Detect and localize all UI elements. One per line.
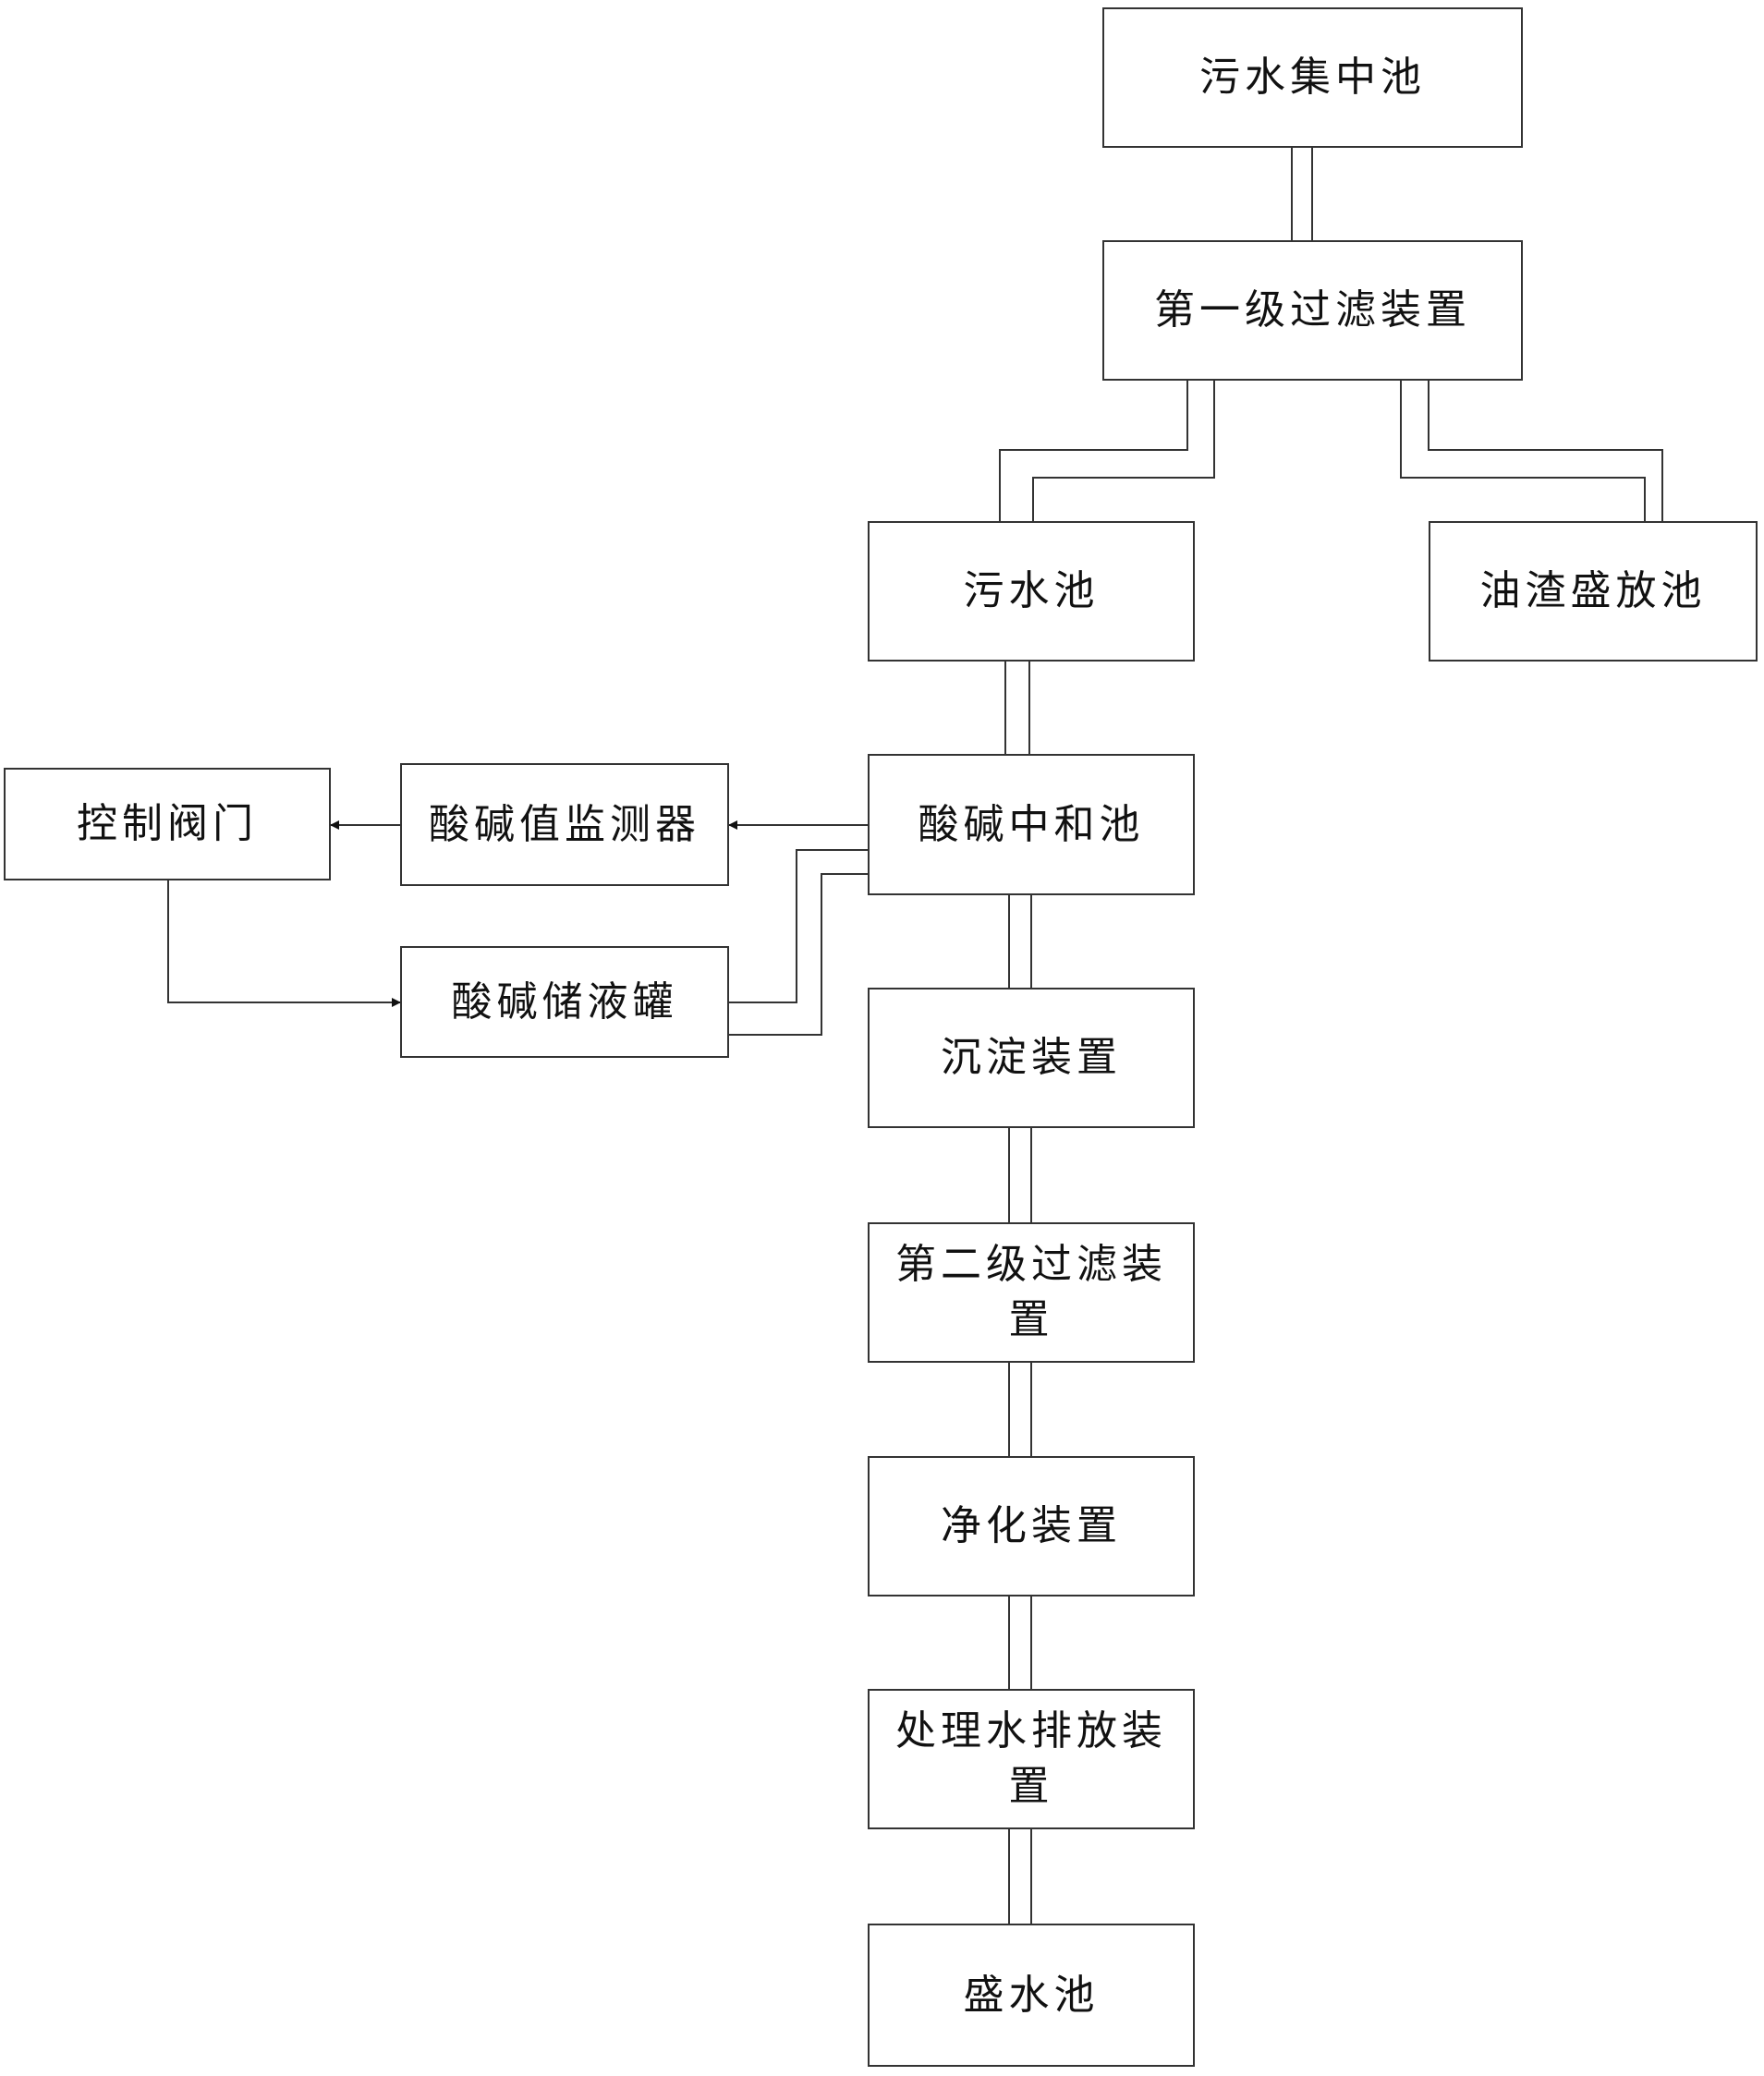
control-valve-box: 控制阀门 — [4, 768, 331, 880]
collection-tank-box: 污水集中池 — [1102, 7, 1523, 148]
pipe-neutralization-to-sedimentation — [1008, 895, 1032, 988]
pipe-first-filter-to-oil-residue-tank — [1400, 381, 1663, 521]
sedimentation-label: 沉淀装置 — [941, 1034, 1122, 1081]
sedimentation-box: 沉淀装置 — [868, 988, 1195, 1128]
neutralization-tank-label: 酸碱中和池 — [918, 800, 1145, 848]
pipe-collection-to-first-filter — [1291, 148, 1313, 240]
pipe-purification-to-discharge — [1008, 1596, 1032, 1689]
discharge-box: 处理水排放装置 — [868, 1689, 1195, 1829]
first-filter-box: 第一级过滤装置 — [1102, 240, 1523, 381]
pipe-storage-to-neutralization — [729, 849, 868, 1036]
ph-monitor-label: 酸碱值监测器 — [429, 800, 700, 848]
oil-residue-tank-label: 油渣盛放池 — [1479, 567, 1707, 614]
acid-base-storage-box: 酸碱储液罐 — [400, 946, 729, 1058]
oil-residue-tank-box: 油渣盛放池 — [1429, 521, 1758, 662]
control-valve-label: 控制阀门 — [77, 800, 258, 847]
second-filter-label: 第二级过滤装置 — [895, 1241, 1167, 1343]
pipe-first-filter-to-sewage-tank — [999, 381, 1215, 521]
purification-box: 净化装置 — [868, 1456, 1195, 1596]
purification-label: 净化装置 — [941, 1502, 1122, 1549]
sewage-tank-label: 污水池 — [963, 567, 1100, 614]
pipe-second-filter-to-purification — [1008, 1363, 1032, 1456]
discharge-label: 处理水排放装置 — [895, 1707, 1167, 1810]
pipe-sewage-to-neutralization — [1004, 662, 1030, 754]
clean-water-tank-box: 盛水池 — [868, 1924, 1195, 2067]
acid-base-storage-label: 酸碱储液罐 — [451, 977, 678, 1026]
clean-water-tank-label: 盛水池 — [963, 1971, 1100, 2019]
neutralization-tank-box: 酸碱中和池 — [868, 754, 1195, 895]
pipe-sedimentation-to-second-filter — [1008, 1128, 1032, 1222]
collection-tank-label: 污水集中池 — [1199, 54, 1426, 101]
arrow-valve-to-storage — [167, 880, 401, 1007]
pipe-discharge-to-clean-water — [1008, 1829, 1032, 1924]
first-filter-label: 第一级过滤装置 — [1154, 286, 1471, 334]
ph-monitor-box: 酸碱值监测器 — [400, 763, 729, 886]
sewage-tank-box: 污水池 — [868, 521, 1195, 662]
second-filter-box: 第二级过滤装置 — [868, 1222, 1195, 1363]
